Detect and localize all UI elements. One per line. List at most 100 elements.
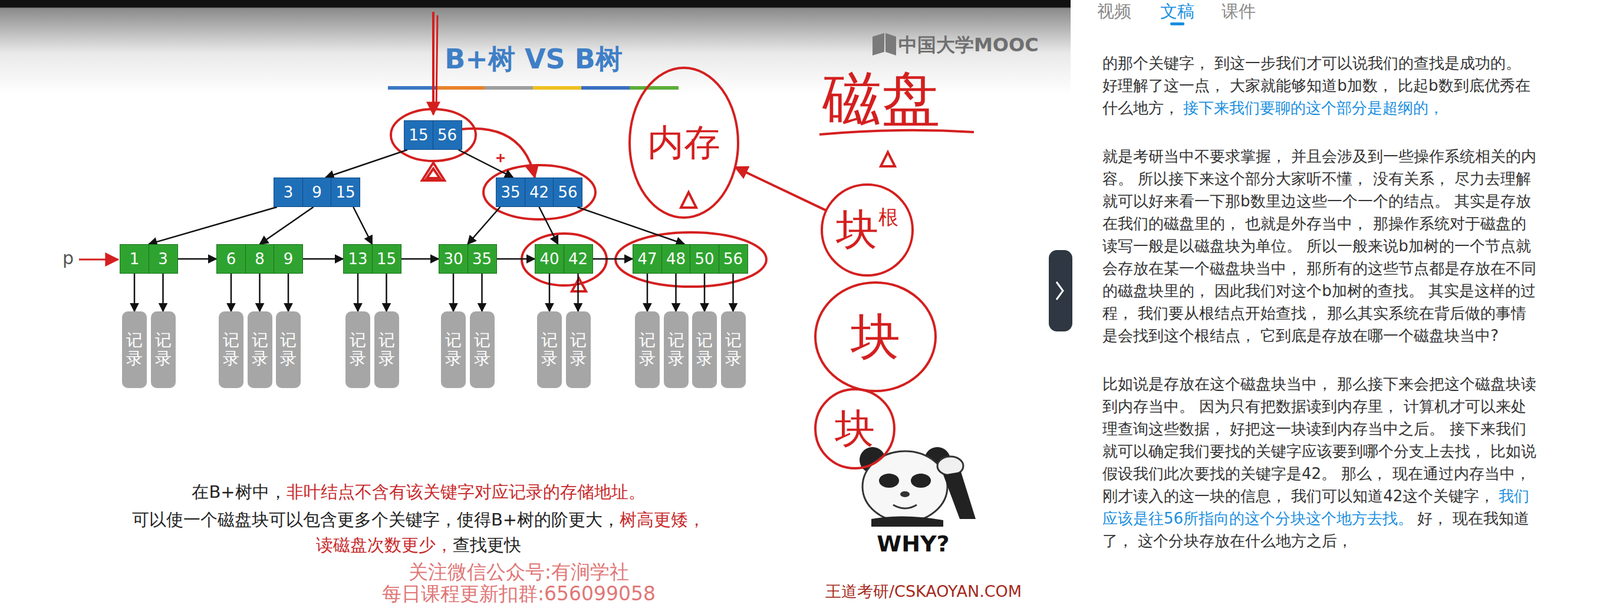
tree-pointer (303, 258, 344, 260)
tree-pointer (178, 258, 217, 260)
tree-pointer (452, 273, 455, 312)
key-cell: 35 (495, 177, 526, 207)
tab-label: 文稿 (1160, 0, 1195, 24)
title-bar (581, 86, 630, 90)
tree-pointer (458, 149, 514, 178)
record-box: 记录 (634, 311, 660, 388)
note-small: 根 (878, 206, 899, 229)
tree-pointer (675, 273, 677, 312)
key-cell: 48 (661, 244, 691, 274)
tree-pointer (325, 149, 408, 178)
tree-pointer (133, 273, 136, 312)
record-text: 记录 (725, 331, 742, 368)
tree-pointer (401, 258, 440, 260)
watermark: 每日课程更新扣群:656099058 (382, 580, 656, 608)
hand-circle: 块 (813, 280, 938, 393)
record-box: 记录 (565, 311, 591, 388)
key-cell: 8 (245, 244, 275, 274)
annotation-arrow (735, 166, 826, 211)
red-arrow (432, 11, 435, 115)
text-label: WHY? (876, 530, 950, 557)
record-text: 记录 (155, 331, 172, 368)
transcript-segment: 接下来我们要聊的这个部分是超纲的， (1183, 99, 1444, 117)
tree-pointer (593, 258, 634, 260)
circle-stroke (815, 389, 895, 469)
leaf-node: 4042 (534, 244, 594, 274)
handwritten-text: 块 (835, 206, 879, 253)
handwritten-text: 块 (850, 309, 901, 364)
caption-segment: 查找更快 (452, 534, 522, 555)
red-circle (390, 109, 476, 161)
record-box: 记录 (692, 311, 717, 388)
key-cell: 42 (563, 244, 594, 274)
key-cell: 13 (343, 244, 373, 274)
index-node: 3915 (273, 177, 361, 207)
transcript-text: 的那个关键字， 到这一步我们才可以说我们的查找是成功的。 好理解了这一点， 大家… (1102, 51, 1539, 578)
circle-content: 块 (834, 406, 875, 451)
caption-line: 可以使一个磁盘块可以包含更多个关键字，使得B+树的阶更大，树高更矮， (132, 508, 706, 532)
record-text: 记录 (570, 331, 587, 368)
panda-mouth (893, 504, 917, 509)
tree-pointer (539, 206, 559, 245)
tree-pointer (577, 273, 579, 312)
record-box: 记录 (218, 311, 244, 388)
key-cell: 56 (432, 120, 463, 150)
text-label: p (62, 247, 74, 269)
tree-pointer (148, 206, 278, 245)
tree-pointer (259, 206, 314, 245)
tree-pointer (496, 258, 536, 260)
title-bar (629, 86, 679, 90)
index-node: 1556 (403, 120, 463, 150)
key-cell: 15 (403, 120, 434, 150)
red-triangle (680, 192, 697, 208)
caption-segment: 可以使一个磁盘块可以包含更多个关键字，使得B+树的阶更大， (132, 509, 620, 530)
caption-line: 在B+树中，非叶结点不含有该关键字对应记录的存储地址。 (191, 480, 645, 505)
key-cell: 42 (524, 177, 555, 207)
key-cell: 15 (371, 244, 402, 274)
key-cell: 30 (438, 244, 469, 274)
slide-title: B+树 VS B树 (444, 41, 622, 78)
tree-pointer (258, 273, 261, 312)
key-cell: 3 (273, 177, 304, 207)
record-text: 记录 (349, 331, 367, 368)
red-triangle (422, 162, 445, 181)
transcript-paragraph: 的那个关键字， 到这一步我们才可以说我们的查找是成功的。 好理解了这一点， 大家… (1102, 51, 1539, 120)
tree-pointer (357, 273, 360, 312)
tree-pointer (481, 273, 483, 312)
pointer-arrow (78, 258, 118, 261)
title-bar (484, 86, 533, 90)
tree-pointer (230, 273, 233, 312)
title-bar (436, 86, 485, 90)
red-stroke (436, 15, 438, 110)
tree-pointer (287, 273, 290, 312)
text-label: 中国大学MOOC (898, 32, 1039, 59)
handwritten-text: 块 (834, 406, 875, 451)
key-cell: 3 (148, 244, 179, 274)
tree-pointer (385, 273, 388, 312)
hand-circle: 内存 (627, 66, 740, 220)
record-box: 记录 (150, 311, 176, 388)
tree-pointer (467, 206, 500, 245)
key-cell: 15 (330, 177, 361, 207)
collapse-tab (1048, 249, 1073, 332)
record-box: 记录 (374, 311, 400, 388)
circle-content: 内存 (647, 122, 721, 163)
record-box: 记录 (345, 311, 371, 388)
panda-eye (910, 473, 931, 488)
circle-stroke (815, 282, 936, 391)
red-circle (615, 232, 767, 287)
key-cell: 40 (534, 244, 565, 274)
record-text: 记录 (696, 331, 713, 368)
key-cell: 56 (552, 177, 583, 207)
record-text: 记录 (667, 331, 685, 368)
tab-label: 课件 (1221, 0, 1256, 24)
watermark: 关注微信公众号:有涧学社 (408, 558, 630, 586)
record-text: 记录 (280, 331, 297, 368)
record-box: 记录 (440, 311, 466, 388)
key-cell: 1 (119, 244, 150, 274)
leaf-node: 47485056 (632, 244, 749, 274)
record-text: 记录 (639, 331, 656, 368)
record-box: 记录 (721, 311, 746, 388)
key-cell: 9 (273, 244, 304, 274)
chevron-icon (1056, 281, 1063, 300)
